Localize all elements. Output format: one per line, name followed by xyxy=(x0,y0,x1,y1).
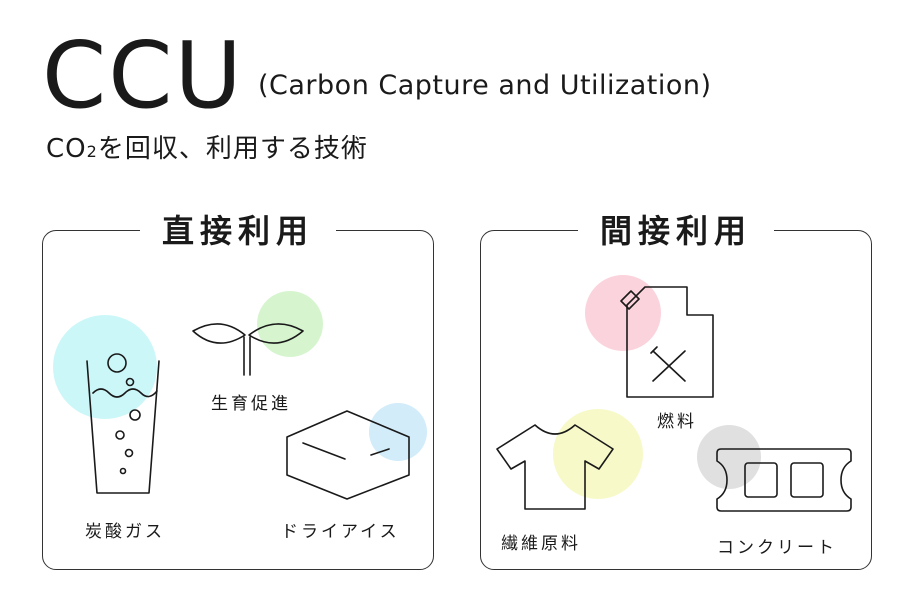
fuel-label: 燃料 xyxy=(657,412,697,432)
direct-use-title: 直接利用 xyxy=(139,207,337,255)
textile-label: 繊維原料 xyxy=(501,534,581,554)
fuel-can-icon xyxy=(620,286,714,398)
direct-use-panel: 直接利用 炭酸ガス 生育促進 ドライアイス xyxy=(42,207,434,570)
ice-block-icon xyxy=(286,410,410,500)
concrete-label: コンクリート xyxy=(717,538,837,558)
growth-label: 生育促進 xyxy=(211,394,291,414)
glass-icon xyxy=(86,353,160,494)
sprout-icon xyxy=(192,323,304,376)
cyan-blob xyxy=(53,315,157,419)
indirect-use-title: 間接利用 xyxy=(577,207,775,255)
page-subtitle: (Carbon Capture and Utilization) xyxy=(258,70,712,101)
concrete-block-icon xyxy=(716,448,852,512)
tagline-subscript: 2 xyxy=(86,142,98,161)
carbonated-gas-label: 炭酸ガス xyxy=(85,522,165,542)
dry-ice-label: ドライアイス xyxy=(281,522,400,542)
gray-blob xyxy=(697,425,761,489)
green-blob xyxy=(257,291,323,357)
tshirt-icon xyxy=(496,424,614,510)
page-title: CCU xyxy=(42,22,244,129)
tagline: CO2を回収、利用する技術 xyxy=(46,128,368,165)
yellow-blob xyxy=(553,409,643,499)
tagline-prefix: CO xyxy=(46,134,87,164)
indirect-use-panel: 間接利用 燃料 繊維原料 コンクリート xyxy=(480,207,872,570)
tagline-rest: を回収、利用する技術 xyxy=(97,134,368,164)
